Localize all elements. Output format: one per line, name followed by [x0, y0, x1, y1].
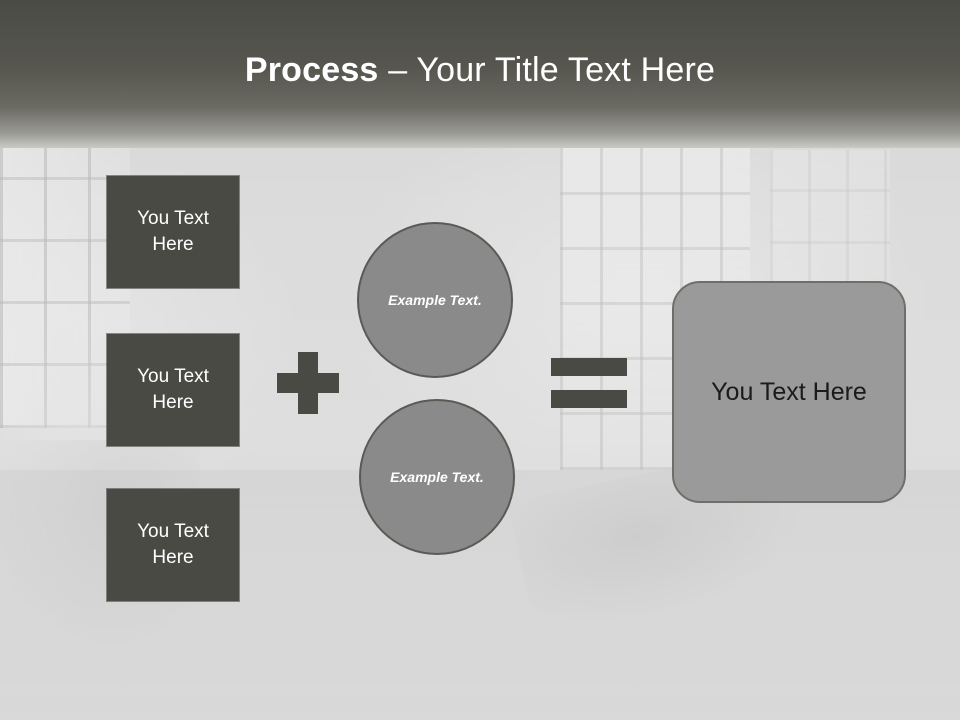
input-box-1[interactable]: You Text Here	[107, 176, 239, 288]
result-box[interactable]: You Text Here	[672, 281, 906, 503]
page-title-bold: Process	[244, 51, 379, 89]
example-circle-1[interactable]: Example Text.	[357, 222, 513, 378]
example-circle-1-label: Example Text.	[388, 292, 482, 308]
equals-icon-bar-top	[551, 358, 627, 376]
input-box-2-label: You Text Here	[137, 366, 209, 413]
input-box-1-label: You Text Here	[137, 208, 209, 255]
result-box-label: You Text Here	[711, 377, 867, 406]
input-box-3[interactable]: You Text Here	[107, 489, 239, 601]
equals-icon-bar-bottom	[551, 390, 627, 408]
plus-icon	[277, 352, 339, 414]
input-box-3-label: You Text Here	[137, 521, 209, 568]
input-box-2[interactable]: You Text Here	[107, 334, 239, 446]
page-title: Process – Your Title Text Here	[0, 50, 960, 90]
example-circle-2-label: Example Text.	[390, 469, 484, 485]
page-title-rest: – Your Title Text Here	[378, 51, 716, 89]
example-circle-2[interactable]: Example Text.	[359, 399, 515, 555]
equals-icon	[551, 358, 627, 408]
title-band	[0, 0, 960, 148]
